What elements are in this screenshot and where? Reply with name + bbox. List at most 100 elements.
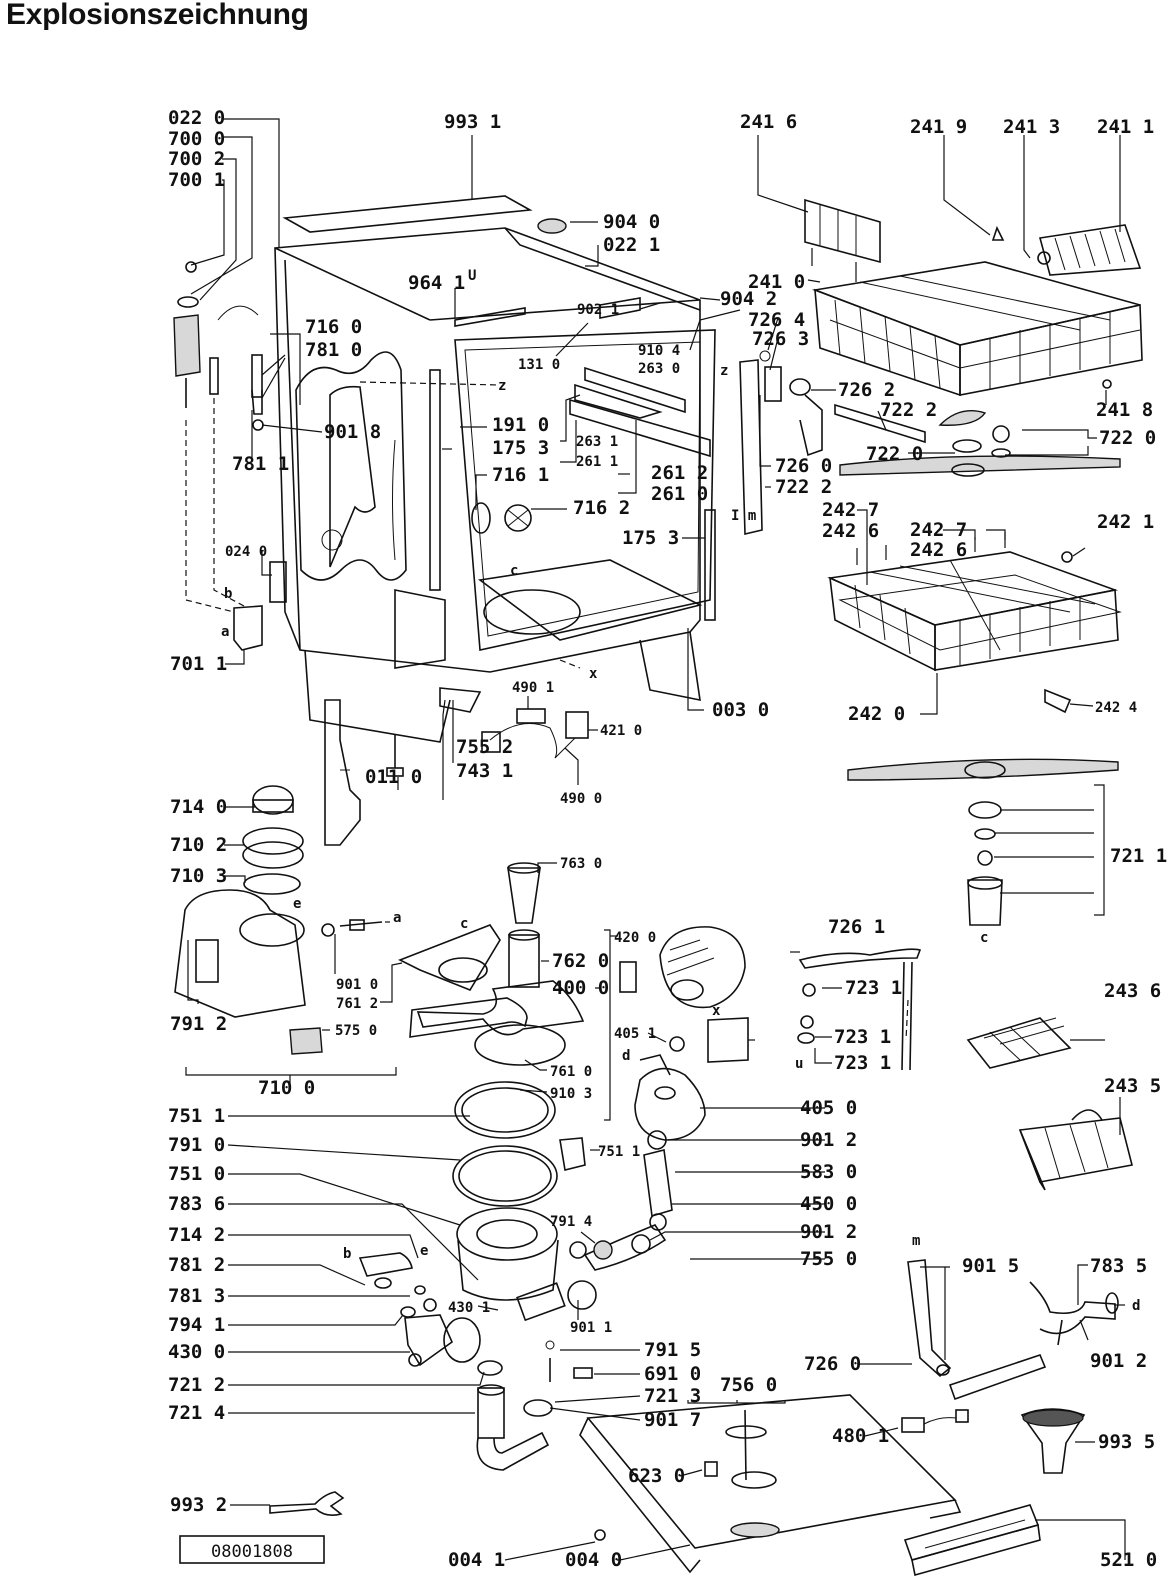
part-label-726-4: 726 4 bbox=[748, 309, 805, 331]
part-label-261-0: 261 0 bbox=[651, 483, 708, 505]
part-label-722-2: 722 2 bbox=[880, 399, 937, 421]
part-label-722-0-b: 722 0 bbox=[866, 443, 923, 465]
part-label-761-2: 761 2 bbox=[336, 996, 378, 1012]
part-label-791-4: 791 4 bbox=[550, 1214, 592, 1230]
part-label-242-6: 242 6 bbox=[822, 520, 879, 542]
part-label-755-2: 755 2 bbox=[456, 736, 513, 758]
part-label-721-2: 721 2 bbox=[168, 1374, 225, 1396]
part-label-263-1: 263 1 bbox=[576, 434, 618, 450]
part-label-783-6: 783 6 bbox=[168, 1193, 225, 1215]
circulation-motor bbox=[619, 926, 749, 1141]
part-label-714-0: 714 0 bbox=[170, 796, 227, 818]
part-label-175-3-b: 175 3 bbox=[622, 527, 679, 549]
part-label-490-0: 490 0 bbox=[560, 791, 602, 807]
part-label-691-0: 691 0 bbox=[644, 1363, 701, 1385]
part-label-761-0: 761 0 bbox=[550, 1064, 592, 1080]
part-label-022-1: 022 1 bbox=[603, 234, 660, 256]
part-label-781-3: 781 3 bbox=[168, 1285, 225, 1307]
part-label-421-0: 421 0 bbox=[600, 723, 642, 739]
ref-letter-e: e bbox=[293, 896, 301, 912]
part-label-242-0: 242 0 bbox=[848, 703, 905, 725]
part-label-721-3: 721 3 bbox=[644, 1385, 701, 1407]
part-label-716-1: 716 1 bbox=[492, 464, 549, 486]
part-label-726-3: 726 3 bbox=[752, 328, 809, 350]
part-label-700-0: 700 0 bbox=[168, 128, 225, 150]
part-label-175-3: 175 3 bbox=[492, 437, 549, 459]
part-label-721-4: 721 4 bbox=[168, 1402, 225, 1424]
part-label-910-3: 910 3 bbox=[550, 1086, 592, 1102]
leader-lines bbox=[185, 118, 1126, 1561]
part-label-241-9: 241 9 bbox=[910, 116, 967, 138]
part-label-714-2: 714 2 bbox=[168, 1224, 225, 1246]
part-label-242-7: 242 7 bbox=[822, 499, 879, 521]
accessories bbox=[269, 1017, 1133, 1577]
part-label-781-0: 781 0 bbox=[305, 339, 362, 361]
part-label-024-0: 024 0 bbox=[225, 544, 267, 560]
part-label-993-1: 993 1 bbox=[444, 111, 501, 133]
ref-letter-z: z bbox=[498, 378, 506, 394]
ref-letter-x: x bbox=[589, 666, 598, 682]
part-label-490-1: 490 1 bbox=[512, 680, 554, 696]
ref-letter-d: d bbox=[1132, 1298, 1140, 1314]
part-label-242-6-b: 242 6 bbox=[910, 539, 967, 561]
part-label-723-1-c: 723 1 bbox=[834, 1052, 891, 1074]
part-label-993-5: 993 5 bbox=[1098, 1431, 1155, 1453]
part-label-004-1: 004 1 bbox=[448, 1549, 505, 1571]
part-label-726-0: 726 0 bbox=[775, 455, 832, 477]
part-label-241-8: 241 8 bbox=[1096, 399, 1153, 421]
part-label-575-0: 575 0 bbox=[335, 1023, 377, 1039]
part-label-131-0: 131 0 bbox=[518, 357, 560, 373]
part-label-791-5: 791 5 bbox=[644, 1339, 701, 1361]
part-label-726-0-b: 726 0 bbox=[804, 1353, 861, 1375]
part-label-901-2-c: 901 2 bbox=[1090, 1350, 1147, 1372]
part-label-726-1: 726 1 bbox=[828, 916, 885, 938]
part-label-242-1: 242 1 bbox=[1097, 511, 1154, 533]
part-label-783-5: 783 5 bbox=[1090, 1255, 1147, 1277]
part-label-723-1: 723 1 bbox=[845, 977, 902, 999]
water-inlet-hose bbox=[797, 948, 1119, 1401]
lower-basket bbox=[827, 532, 1122, 714]
part-label-243-5: 243 5 bbox=[1104, 1075, 1161, 1097]
part-label-791-0: 791 0 bbox=[168, 1134, 225, 1156]
part-label-716-2: 716 2 bbox=[573, 497, 630, 519]
part-label-901-2: 901 2 bbox=[800, 1129, 857, 1151]
part-label-241-0: 241 0 bbox=[748, 271, 805, 293]
part-label-763-0: 763 0 bbox=[560, 856, 602, 872]
part-label-450-0: 450 0 bbox=[800, 1193, 857, 1215]
part-label-400-0: 400 0 bbox=[552, 977, 609, 999]
part-label-791-2: 791 2 bbox=[170, 1013, 227, 1035]
part-label-756-0: 756 0 bbox=[720, 1374, 777, 1396]
part-label-261-1: 261 1 bbox=[576, 454, 618, 470]
part-label-420-0: 420 0 bbox=[614, 930, 656, 946]
part-label-191-0: 191 0 bbox=[492, 414, 549, 436]
ref-letter-u: u bbox=[795, 1056, 803, 1072]
ref-letter-x: x bbox=[712, 1003, 721, 1019]
part-label-743-1: 743 1 bbox=[456, 760, 513, 782]
part-label-261-2: 261 2 bbox=[651, 462, 708, 484]
ref-letter-e: e bbox=[420, 1243, 428, 1259]
part-label-710-3: 710 3 bbox=[170, 865, 227, 887]
part-label-902-1: 902 1 bbox=[577, 302, 619, 318]
part-label-710-0: 710 0 bbox=[258, 1077, 315, 1099]
part-label-722-0: 722 0 bbox=[1099, 427, 1156, 449]
part-label-241-6: 241 6 bbox=[740, 111, 797, 133]
part-label-726-2: 726 2 bbox=[838, 379, 895, 401]
part-label-583-0: 583 0 bbox=[800, 1161, 857, 1183]
ref-letter-z: z bbox=[720, 363, 728, 379]
part-label-723-1-b: 723 1 bbox=[834, 1026, 891, 1048]
part-label-243-6: 243 6 bbox=[1104, 980, 1161, 1002]
part-labels: 022 0 700 0 700 2 700 1 993 1 904 0 022 … bbox=[168, 107, 1167, 1571]
part-label-710-2: 710 2 bbox=[170, 834, 227, 856]
part-label-701-1: 701 1 bbox=[170, 653, 227, 675]
part-label-993-2: 993 2 bbox=[170, 1494, 227, 1516]
sump-filter-assembly bbox=[358, 862, 673, 1471]
part-label-242-7-b: 242 7 bbox=[910, 519, 967, 541]
ref-letter-m: m bbox=[912, 1233, 920, 1249]
ref-letter-c: c bbox=[460, 916, 468, 932]
part-label-901-1: 901 1 bbox=[570, 1320, 612, 1336]
part-label-004-0: 004 0 bbox=[565, 1549, 622, 1571]
reference-letters: a b z z c x I m U e a c c x d u b e m d bbox=[221, 268, 1140, 1314]
part-label-716-0: 716 0 bbox=[305, 316, 362, 338]
cabinet-frame bbox=[173, 195, 716, 846]
